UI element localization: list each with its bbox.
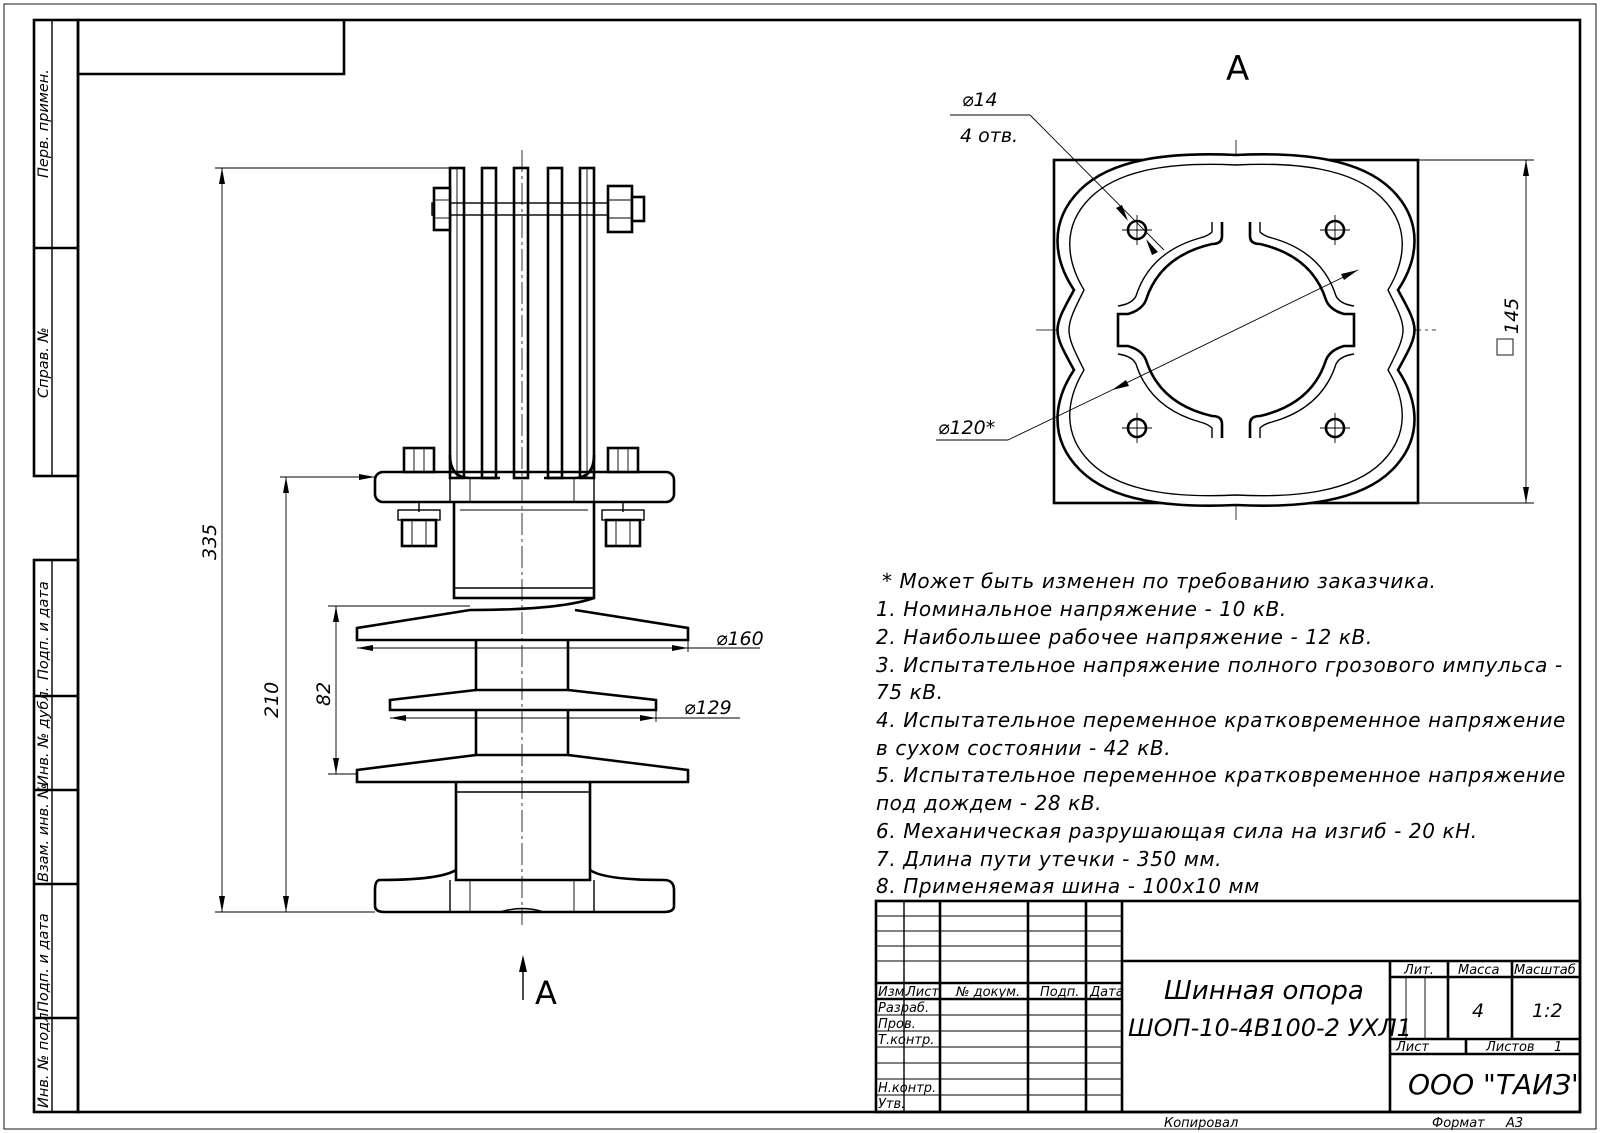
- tb-col-podp: Подп.: [1040, 985, 1079, 1000]
- side-label-inv-podl: Инв. № подл.: [36, 1008, 52, 1108]
- dimension-d120: ⌀120*: [936, 269, 1359, 441]
- dimension-d14: ⌀14 4 отв.: [950, 89, 1165, 255]
- note-1: 1. Номинальное напряжение - 10 кВ.: [876, 597, 1287, 621]
- note-4-cont: в сухом состоянии - 42 кВ.: [876, 736, 1171, 760]
- base-flange: [373, 868, 676, 914]
- tb-col-docum: № докум.: [955, 985, 1020, 1000]
- view-arrow: А: [519, 955, 557, 1012]
- dim-82-label: 82: [313, 682, 335, 706]
- dim-335-label: 335: [199, 524, 221, 560]
- footer-kopiroval: Копировал: [1164, 1116, 1238, 1131]
- tb-razrab: Разраб.: [878, 1001, 929, 1016]
- tb-list: Лист: [1395, 1040, 1429, 1055]
- dimension-210: 210: [261, 474, 375, 912]
- tb-masshtab: Масштаб: [1514, 963, 1576, 978]
- busbar-clamp: [431, 166, 646, 480]
- tb-massa-value: 4: [1472, 1000, 1484, 1022]
- tb-col-list: Лист: [905, 985, 939, 1000]
- dimension-d160: ⌀160: [357, 628, 764, 652]
- side-label-perv-primen: Перв. примен.: [36, 69, 52, 178]
- sheet-frame: [3, 3, 1597, 1130]
- tb-prov: Пров.: [878, 1017, 916, 1032]
- tb-utv: Утв.: [878, 1097, 905, 1112]
- tb-col-izm: Изм.: [878, 985, 909, 1000]
- note-7: 7. Длина пути утечки - 350 мм.: [876, 847, 1222, 871]
- note-5: 5. Испытательное переменное кратковремен…: [876, 763, 1566, 787]
- side-label-podp-data-2: Подп. и дата: [36, 913, 52, 1012]
- view-a: А: [936, 49, 1534, 520]
- tb-name-line1: Шинная опора: [1164, 976, 1364, 1006]
- dim-210-label: 210: [261, 682, 283, 718]
- note-8: 8. Применяемая шина - 100х10 мм: [876, 874, 1260, 898]
- tb-tkontr: Т.контр.: [878, 1033, 934, 1048]
- dimension-82: 82: [313, 605, 470, 775]
- upper-cap: [452, 502, 596, 600]
- footer-format: Формат: [1432, 1116, 1485, 1131]
- front-view: 335 210 82 ⌀160: [199, 150, 764, 1012]
- dim-d120-label: ⌀120*: [938, 417, 995, 439]
- bolt-holes: [1122, 215, 1350, 443]
- tb-col-data: Дата: [1089, 985, 1124, 1000]
- side-label-inv-dubl: Инв. № дубл.: [36, 687, 52, 786]
- dim-d129-label: ⌀129: [684, 697, 732, 719]
- note-3: 3. Испытательное напряжение полного гроз…: [876, 653, 1563, 677]
- side-label-vzam-inv: Взам. инв. №: [36, 784, 52, 882]
- tb-nkontr: Н.контр.: [878, 1081, 936, 1096]
- dim-d14-label: ⌀14: [962, 89, 998, 111]
- note-4: 4. Испытательное переменное кратковремен…: [876, 708, 1566, 732]
- technical-notes: * Может быть изменен по требованию заказ…: [876, 569, 1566, 898]
- tb-lit: Лит.: [1403, 963, 1434, 978]
- title-block: Изм. Лист № докум. Подп. Дата Разраб. Пр…: [874, 899, 1584, 1114]
- tb-name-line2: ШОП-10-4В100-2 УХЛ1: [1128, 1014, 1412, 1042]
- insulator-body: [355, 596, 690, 882]
- tb-listov-value: 1: [1554, 1040, 1562, 1055]
- side-label-sprav-no: Справ. №: [36, 327, 52, 398]
- side-label-podp-data-1: Подп. и дата: [36, 581, 52, 680]
- dim-sq145-label: 145: [1501, 298, 1523, 334]
- view-a-label: А: [1226, 49, 1249, 89]
- tb-company: ООО "ТАИЗ": [1408, 1068, 1584, 1101]
- note-asterisk: * Может быть изменен по требованию заказ…: [882, 569, 1437, 593]
- tb-scale-value: 1:2: [1532, 1000, 1563, 1022]
- sheet-footer: Копировал Формат А3: [1164, 1116, 1523, 1131]
- dimension-sq145: 145: [1418, 159, 1534, 504]
- note-3-cont: 75 кВ.: [876, 680, 944, 704]
- note-5-cont: под дождем - 28 кВ.: [876, 791, 1102, 815]
- side-stamp-labels: Перв. примен. Справ. № Подп. и дата Инв.…: [36, 69, 52, 1108]
- dim-holes-label: 4 отв.: [960, 125, 1018, 147]
- dimension-335: 335: [199, 167, 450, 913]
- footer-format-value: А3: [1505, 1116, 1523, 1131]
- top-flange: [373, 446, 676, 548]
- note-6: 6. Механическая разрушающая сила на изги…: [876, 819, 1478, 843]
- tb-listov: Листов: [1485, 1040, 1535, 1055]
- note-2: 2. Наибольшее рабочее напряжение - 12 кВ…: [876, 625, 1373, 649]
- dimension-d129: ⌀129: [390, 697, 740, 722]
- dim-d160-label: ⌀160: [716, 628, 764, 650]
- view-arrow-label: А: [535, 974, 557, 1012]
- tb-massa: Масса: [1458, 963, 1499, 978]
